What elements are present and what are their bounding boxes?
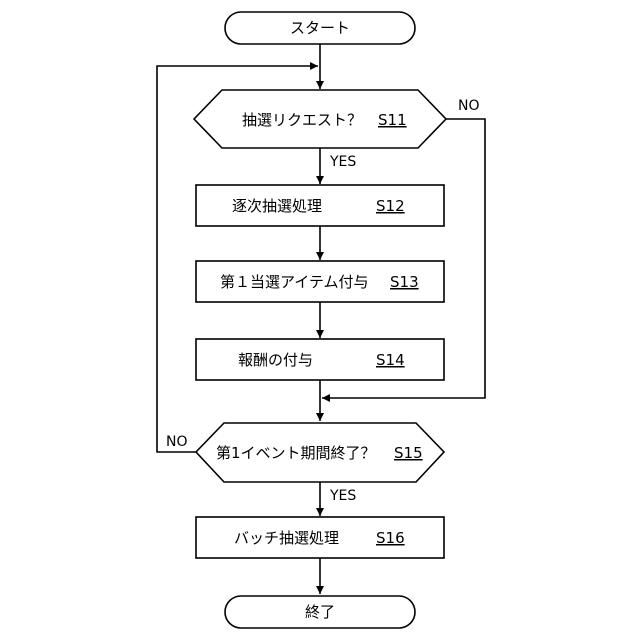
decision-s11: 抽選リクエスト？ S11 <box>194 90 446 148</box>
decision-s11-label: 抽選リクエスト？ <box>242 111 362 129</box>
end-terminal: 終了 <box>225 596 415 628</box>
s11-yes-label: YES <box>329 154 356 170</box>
s11-no-label: NO <box>458 98 480 114</box>
s15-yes-label: YES <box>329 488 356 504</box>
start-terminal: スタート <box>225 12 415 44</box>
decision-s15: 第1イベント期間終了？ S15 <box>196 423 444 482</box>
process-s13: 第１当選アイテム付与 S13 <box>196 261 444 302</box>
process-s13-code: S13 <box>390 273 419 291</box>
start-label: スタート <box>290 19 350 37</box>
process-s16-code: S16 <box>376 529 405 547</box>
process-s14-shape <box>196 339 444 380</box>
end-label: 終了 <box>305 603 335 621</box>
process-s13-label: 第１当選アイテム付与 <box>220 273 369 291</box>
process-s14-label: 報酬の付与 <box>238 351 313 369</box>
process-s12: 逐次抽選処理 S12 <box>196 185 444 226</box>
decision-s11-code: S11 <box>378 111 407 129</box>
process-s16: バッチ抽選処理 S16 <box>196 517 444 558</box>
decision-s15-label: 第1イベント期間終了？ <box>216 444 376 462</box>
process-s12-label: 逐次抽選処理 <box>232 197 322 215</box>
process-s16-label: バッチ抽選処理 <box>234 529 339 547</box>
decision-s15-code: S15 <box>394 444 423 462</box>
process-s14: 報酬の付与 S14 <box>196 339 444 380</box>
s15-no-label: NO <box>166 434 188 450</box>
process-s14-code: S14 <box>376 351 405 369</box>
process-s12-code: S12 <box>376 197 405 215</box>
